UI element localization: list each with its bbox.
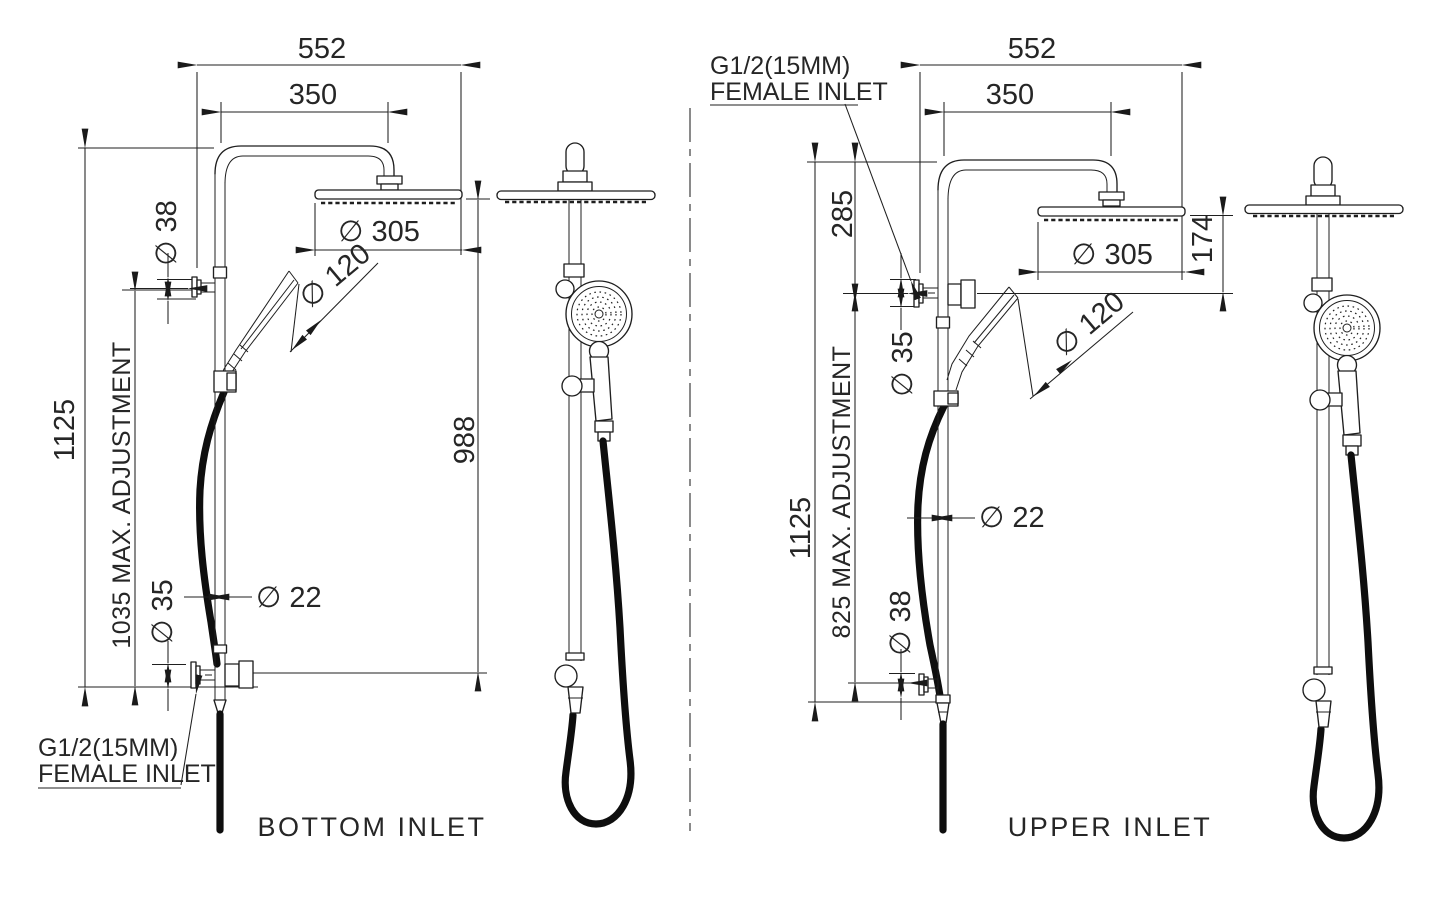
bottom-hose	[196, 388, 228, 668]
upper-inlet-view: 552 350 285 174 ∅ 305 ∅ 35 ∅ 120 1125 82…	[710, 33, 1233, 842]
dim-lower-bracket-diameter-upper: ∅ 38	[885, 590, 917, 656]
bottom-inlet-tee	[190, 660, 254, 714]
bottom-handset-dim	[289, 262, 379, 353]
dim-head-diameter: ∅ 305	[338, 216, 420, 248]
upper-overhead-shower	[1037, 206, 1186, 222]
dim-upper-bracket-diameter-upper: ∅ 35	[887, 331, 919, 397]
dim-overall-width: 552	[298, 33, 346, 65]
upper-inlet-callout: G1/2(15MM) FEMALE INLET	[710, 52, 888, 106]
dim-head-below-top: 174	[1187, 215, 1219, 263]
dim-rail-diameter-upper: ∅ 22	[979, 502, 1045, 534]
bottom-rail-arm	[212, 145, 403, 689]
upper-inlet-tee	[913, 279, 976, 309]
bottom-handset	[220, 270, 299, 380]
dim-overall-width-upper: 552	[1008, 33, 1056, 65]
inlet-label-line2: FEMALE INLET	[38, 760, 216, 788]
upper-rail-arm	[935, 159, 1125, 696]
dim-arm-reach: 350	[289, 79, 337, 111]
inlet-label-line1-upper: G1/2(15MM)	[710, 52, 850, 80]
bottom-head-connector	[376, 175, 403, 185]
dim-overall-height-upper: 1125	[785, 497, 817, 559]
dim-head-to-inlet: 988	[449, 416, 481, 464]
bottom-inlet-front-view	[497, 143, 655, 824]
dim-arm-reach-upper: 350	[986, 79, 1034, 111]
dim-lower-bracket-diameter: ∅ 35	[147, 579, 179, 645]
upper-handset-dim	[1017, 298, 1134, 400]
dim-upper-bracket-diameter: ∅ 38	[151, 200, 183, 266]
upper-handset	[946, 286, 1019, 391]
upper-hose	[914, 402, 948, 707]
inlet-label-line2-upper: FEMALE INLET	[710, 78, 888, 106]
bottom-inlet-view: 552 350 ∅ 305 ∅ 38 ∅ 120 1125 1035 MAX. …	[38, 33, 490, 842]
bottom-overhead-shower	[314, 189, 463, 205]
bottom-wall-bracket	[191, 276, 215, 298]
dim-rail-diameter: ∅ 22	[256, 582, 322, 614]
inlet-label-line1: G1/2(15MM)	[38, 734, 178, 762]
dim-max-adjustment: 1035 MAX. ADJUSTMENT	[108, 341, 136, 648]
upper-extension-lines	[807, 72, 1233, 703]
upper-rail-bottom	[935, 694, 951, 724]
bottom-inlet-callout: G1/2(15MM) FEMALE INLET	[38, 734, 216, 789]
bottom-inlet-caption: BOTTOM INLET	[257, 812, 486, 842]
dim-max-adjustment-upper: 825 MAX. ADJUSTMENT	[828, 346, 856, 639]
upper-inlet-caption: UPPER INLET	[1008, 812, 1213, 842]
dim-overall-height: 1125	[49, 399, 81, 461]
upper-head-connector	[1098, 191, 1125, 201]
dim-inlet-to-top: 285	[827, 190, 859, 238]
dim-head-diameter-upper: ∅ 305	[1071, 239, 1153, 271]
bottom-dimension-lines	[81, 61, 482, 786]
upper-dimension-lines	[811, 61, 1227, 722]
upper-inlet-front-view	[1245, 157, 1403, 838]
